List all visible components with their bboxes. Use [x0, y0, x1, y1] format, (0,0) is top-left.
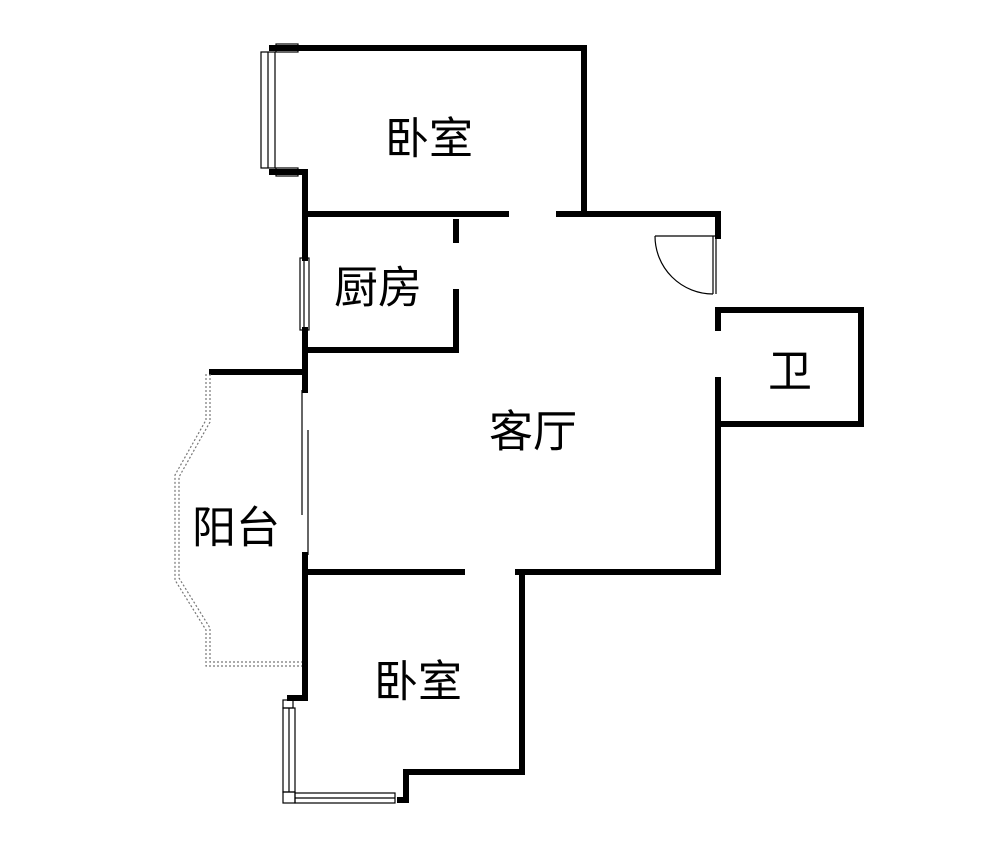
- kitchen-window: [299, 257, 310, 331]
- room-label-balcony: 阳台: [192, 503, 280, 554]
- bedroom-top-walls: [269, 45, 587, 217]
- bedroom-bottom-walls: [287, 569, 525, 803]
- bedroom-bottom-window: [282, 699, 396, 804]
- bathroom-door: [654, 235, 717, 295]
- living-room-walls: [209, 369, 721, 575]
- room-label-bedroom-top: 卧室: [385, 114, 473, 165]
- room-label-kitchen: 厨房: [334, 263, 422, 314]
- room-label-living-room: 客厅: [489, 407, 577, 458]
- kitchen-walls: [302, 211, 459, 373]
- room-label-bedroom-bottom: 卧室: [374, 657, 462, 708]
- room-label-bathroom: 卫: [768, 347, 812, 398]
- bedroom-top-window: [260, 43, 299, 177]
- balcony-sliding-door: [301, 390, 309, 555]
- balcony-outline: [174, 372, 303, 667]
- bathroom-walls: [715, 307, 864, 573]
- interior-wall-top: [302, 211, 721, 239]
